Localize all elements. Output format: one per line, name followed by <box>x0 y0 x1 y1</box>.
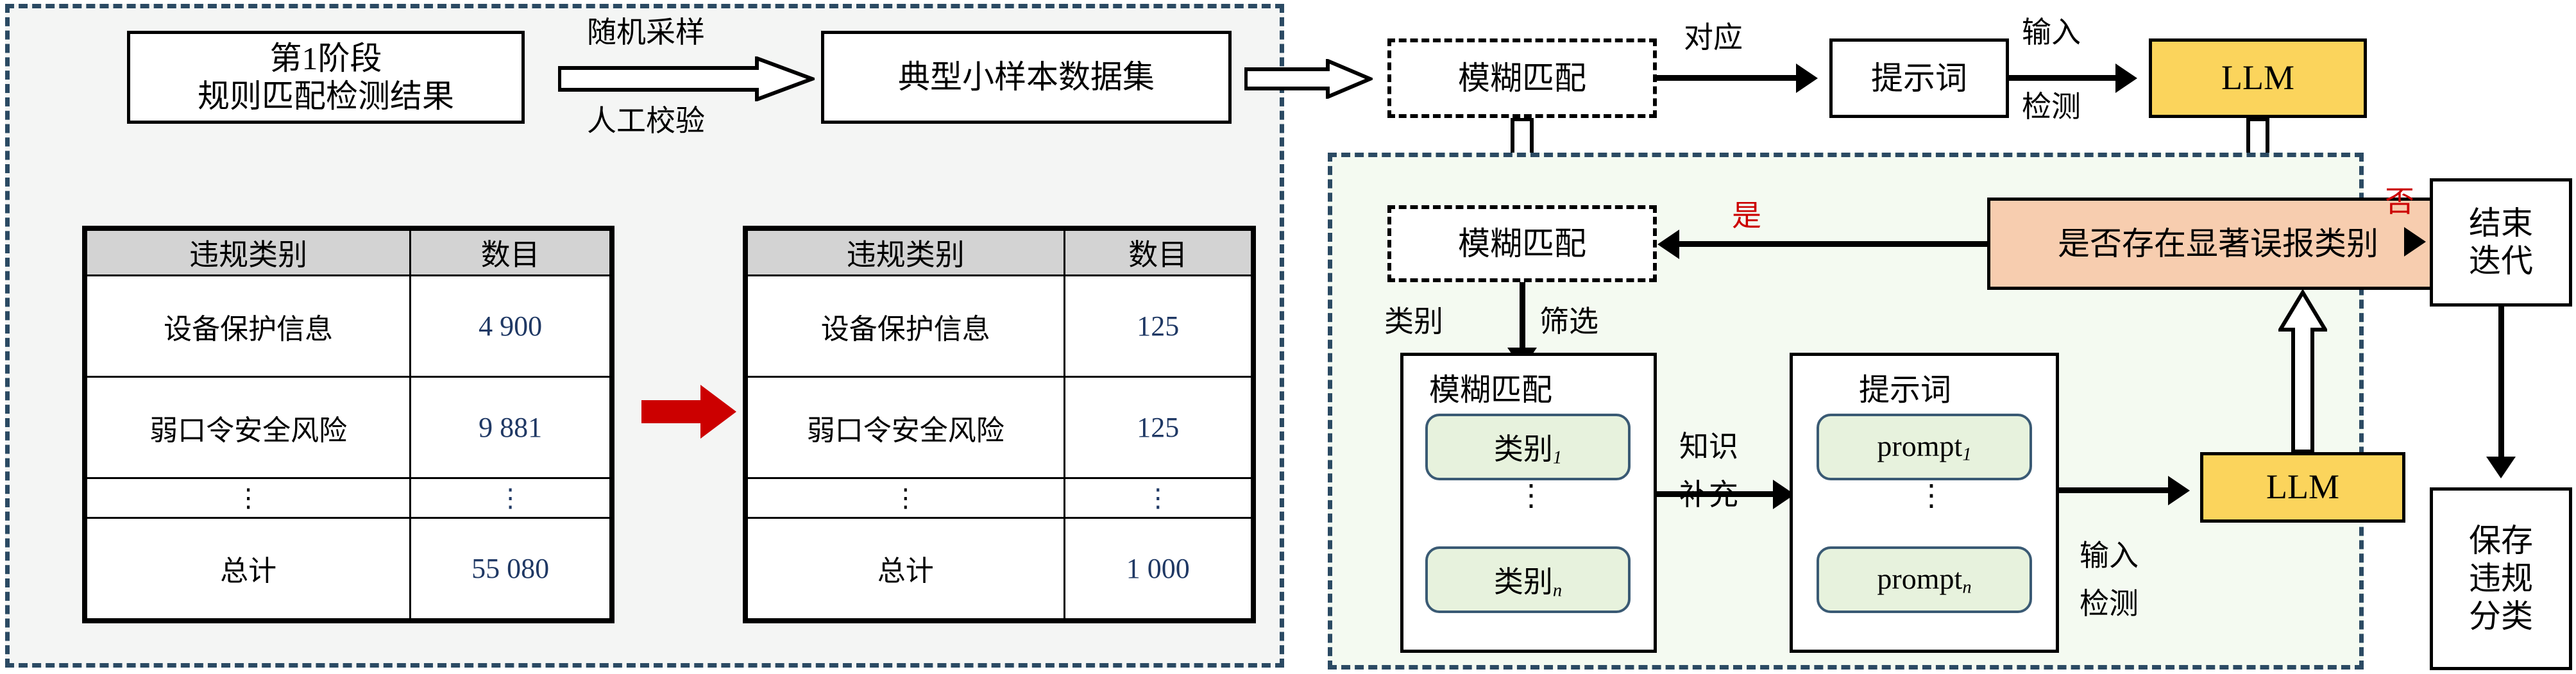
table-row: ⋮ ⋮ <box>746 477 1253 519</box>
fuzzy-match-top-label: 模糊匹配 <box>1458 60 1586 96</box>
table-row: 设备保护信息 4 900 <box>85 274 611 378</box>
end-to-save-arrowhead <box>2486 457 2516 478</box>
table-before-cell-category-1: 弱口令安全风险 <box>85 376 412 480</box>
table-row: 总计 55 080 <box>85 516 611 621</box>
end-iteration-line2: 迭代 <box>2469 243 2533 279</box>
category-label: 类别 <box>1384 305 1443 338</box>
table-after-cell-count-3: 1 000 <box>1063 516 1253 621</box>
prompt-pill-1-sub: 1 <box>1962 444 1972 465</box>
prompt-to-llm2-arrowhead <box>2168 476 2190 505</box>
fuzzy-to-prompt-line <box>1657 75 1798 81</box>
prompt-group-dots: ⋮ <box>1917 479 1946 512</box>
yes-label: 是 <box>1732 199 1761 232</box>
llm-box-iter: LLM <box>2200 452 2405 523</box>
table-row: 弱口令安全风险 9 881 <box>85 376 611 480</box>
category-pill-n: 类别n <box>1425 546 1631 613</box>
save-result-line3: 分类 <box>2469 598 2533 634</box>
table-before-header-category: 违规类别 <box>85 229 412 276</box>
table-after-cell-count-1: 125 <box>1063 376 1253 480</box>
llm2-to-decision-arrow <box>2278 290 2327 454</box>
decision-to-end-arrowhead <box>2404 227 2426 257</box>
table-after-cell-category-1: 弱口令安全风险 <box>746 376 1065 480</box>
correspond-label: 对应 <box>1684 21 1743 54</box>
table-after-header-count: 数目 <box>1063 229 1253 276</box>
table-row: 总计 1 000 <box>746 516 1253 621</box>
end-iteration-box: 结束 迭代 <box>2430 178 2572 307</box>
prompt-to-llm2-line <box>2059 487 2171 493</box>
prompt-box-top: 提示词 <box>1829 38 2009 118</box>
table-after-header-category: 违规类别 <box>746 229 1065 276</box>
fuzzy-match-box-top: 模糊匹配 <box>1387 38 1657 118</box>
llm-box-iter-label: LLM <box>2266 468 2339 507</box>
table-before-cell-count-2: ⋮ <box>409 477 611 519</box>
table-after: 违规类别 数目 设备保护信息 125 弱口令安全风险 125 ⋮ ⋮ <box>743 226 1256 623</box>
table-after-cell-count-0: 125 <box>1063 274 1253 378</box>
table-before: 违规类别 数目 设备保护信息 4 900 弱口令安全风险 9 881 ⋮ ⋮ <box>82 226 614 623</box>
detect-label-top: 检测 <box>2022 90 2081 123</box>
table-after-cell-category-2: ⋮ <box>746 477 1065 519</box>
category-pill-n-label: 类别 <box>1493 565 1553 598</box>
prompt-group-title: 提示词 <box>1859 373 1952 407</box>
category-pill-1: 类别1 <box>1425 414 1631 480</box>
end-iteration-line1: 结束 <box>2469 205 2533 241</box>
decision-box: 是否存在显著误报类别 <box>1987 198 2449 290</box>
table-before-cell-count-1: 9 881 <box>409 376 611 480</box>
filter-label: 筛选 <box>1539 305 1598 338</box>
table-after-cell-category-0: 设备保护信息 <box>746 274 1065 378</box>
table-row: 设备保护信息 125 <box>746 274 1253 378</box>
sample-dataset-box: 典型小样本数据集 <box>821 31 1232 124</box>
save-result-line2: 违规 <box>2469 560 2533 596</box>
table-before-cell-category-2: ⋮ <box>85 477 412 519</box>
table-after-cell-count-2: ⋮ <box>1063 477 1253 519</box>
category-pill-n-sub: n <box>1552 580 1563 601</box>
stage1-line2: 规则匹配检测结果 <box>198 78 454 114</box>
prompt-pill-n-sub: n <box>1962 577 1972 598</box>
no-label: 否 <box>2385 185 2414 218</box>
manual-verify-label: 人工校验 <box>587 105 705 137</box>
stage1-line1: 第1阶段 <box>269 40 382 76</box>
category-group-title: 模糊匹配 <box>1429 373 1553 407</box>
transform-red-arrow <box>641 382 738 441</box>
fuzzy-match-iter-label: 模糊匹配 <box>1458 225 1586 262</box>
prompt-to-llm-line <box>2009 75 2118 81</box>
table-row: 弱口令安全风险 125 <box>746 376 1253 480</box>
table-after-cell-category-3: 总计 <box>746 516 1065 621</box>
save-result-box: 保存 违规 分类 <box>2430 487 2572 670</box>
random-sample-arrow <box>558 56 815 101</box>
category-group-dots: ⋮ <box>1516 479 1546 512</box>
random-sample-label: 随机采样 <box>587 16 705 49</box>
decision-to-fuzzy-line <box>1679 241 1987 247</box>
prompt-box-top-label: 提示词 <box>1871 60 1967 96</box>
table-before-cell-count-0: 4 900 <box>409 274 611 378</box>
table-before-cell-count-3: 55 080 <box>409 516 611 621</box>
prompt-pill-1-label: prompt <box>1877 429 1963 462</box>
prompt-pill-n: promptn <box>1817 546 2032 613</box>
category-to-prompt-line <box>1657 491 1775 497</box>
llm-box-top: LLM <box>2149 38 2367 118</box>
input-label-top: 输入 <box>2022 16 2081 49</box>
save-result-line1: 保存 <box>2469 523 2533 559</box>
detect-label-iter: 检测 <box>2080 587 2139 620</box>
fuzzy-to-prompt-arrowhead <box>1796 63 1818 93</box>
table-row: ⋮ ⋮ <box>85 477 611 519</box>
llm-box-top-label: LLM <box>2221 58 2294 97</box>
input-label-iter: 输入 <box>2080 539 2139 572</box>
prompt-to-llm-arrowhead <box>2115 63 2137 93</box>
sample-dataset-label: 典型小样本数据集 <box>898 59 1155 95</box>
prompt-pill-1: prompt1 <box>1817 414 2032 480</box>
table-before-cell-category-3: 总计 <box>85 516 412 621</box>
fuzzy-match-box-iter: 模糊匹配 <box>1387 205 1657 282</box>
decision-to-fuzzy-arrowhead <box>1657 230 1679 259</box>
stage1-result-box: 第1阶段 规则匹配检测结果 <box>127 31 525 124</box>
category-pill-1-label: 类别 <box>1493 432 1553 466</box>
category-pill-1-sub: 1 <box>1552 448 1563 468</box>
knowledge-label-line1: 知识 <box>1679 430 1738 463</box>
to-fuzzy-match-arrow <box>1244 59 1373 99</box>
decision-label: 是否存在显著误报类别 <box>2058 225 2378 262</box>
fuzzy-to-category-group-line <box>1520 282 1525 353</box>
prompt-pill-n-label: prompt <box>1877 562 1963 595</box>
table-before-header-count: 数目 <box>409 229 611 276</box>
table-before-cell-category-0: 设备保护信息 <box>85 274 412 378</box>
end-to-save-line <box>2498 307 2504 460</box>
